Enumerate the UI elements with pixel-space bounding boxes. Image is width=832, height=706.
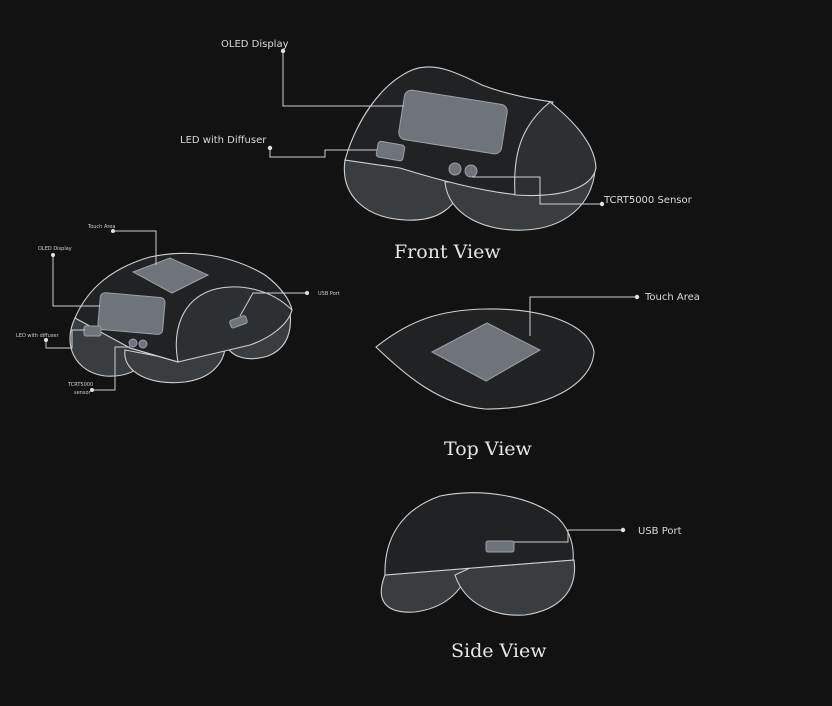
front-label-tcrt: TCRT5000 Sensor — [603, 195, 693, 206]
front-dot-oled — [280, 48, 286, 54]
front-side-shell — [514, 101, 597, 197]
iso-leader-oled — [52, 255, 100, 307]
iso-label-usb: USB Port — [318, 291, 340, 297]
iso-leader-usb — [239, 292, 307, 317]
front-sensor-right — [464, 164, 478, 178]
side-view-title: Side View — [451, 640, 547, 662]
iso-label-led: LED with diffuser — [16, 333, 59, 339]
front-oled-display — [398, 89, 508, 155]
iso-leader-tcrt — [92, 346, 130, 391]
side-leader-usb — [514, 529, 623, 543]
front-sensor-left — [448, 162, 462, 176]
iso-touch-area — [131, 257, 210, 294]
iso-label-oled: OLED Display — [38, 246, 72, 252]
top-label-touch: Touch Area — [644, 292, 700, 303]
iso-label-tcrt-1: TCRT5000 — [67, 382, 93, 388]
iso-edge-line — [129, 347, 179, 363]
iso-label-touch-area: Touch Area — [87, 224, 115, 230]
iso-led-diffuser — [83, 325, 102, 337]
front-dot-tcrt — [599, 201, 605, 207]
side-view: USB Port Side View — [380, 492, 682, 662]
iso-dot-usb — [305, 291, 309, 295]
front-dot-led — [267, 145, 273, 151]
front-view: OLED Display LED with Diffuser TCRT5000 … — [180, 39, 693, 263]
front-led-diffuser — [375, 140, 406, 162]
top-leader-touch — [529, 296, 637, 336]
iso-sensor-right — [138, 339, 148, 349]
iso-sensor-left — [128, 338, 138, 348]
front-leader-led — [269, 148, 377, 158]
iso-dot-touch — [111, 229, 115, 233]
iso-top-shell — [74, 252, 293, 363]
iso-dot-oled — [51, 253, 55, 257]
iso-oled-display — [97, 292, 166, 335]
iso-dot-tcrt — [90, 388, 94, 392]
front-leader-oled — [282, 51, 404, 107]
front-label-oled: OLED Display — [221, 39, 289, 50]
side-label-usb: USB Port — [638, 526, 682, 537]
iso-usb-port — [229, 315, 248, 329]
side-dot-usb — [620, 527, 626, 533]
top-view-title: Top View — [444, 438, 533, 460]
top-touch-area — [430, 322, 542, 382]
iso-label-tcrt-2: sensor — [74, 390, 92, 396]
top-dot-touch — [634, 294, 640, 300]
side-top-shell — [384, 492, 574, 576]
front-label-led: LED with Diffuser — [180, 135, 267, 146]
iso-leader-led — [45, 329, 85, 349]
side-right-lobe — [454, 559, 576, 616]
top-view: Touch Area Top View — [375, 292, 700, 460]
iso-view: Touch Area OLED Display USB Port LED wit… — [16, 224, 340, 396]
front-leader-tcrt — [472, 176, 602, 205]
side-usb-port — [485, 540, 515, 553]
iso-dot-led — [44, 338, 48, 342]
iso-leader-touch — [113, 230, 157, 265]
front-view-title: Front View — [394, 241, 501, 263]
